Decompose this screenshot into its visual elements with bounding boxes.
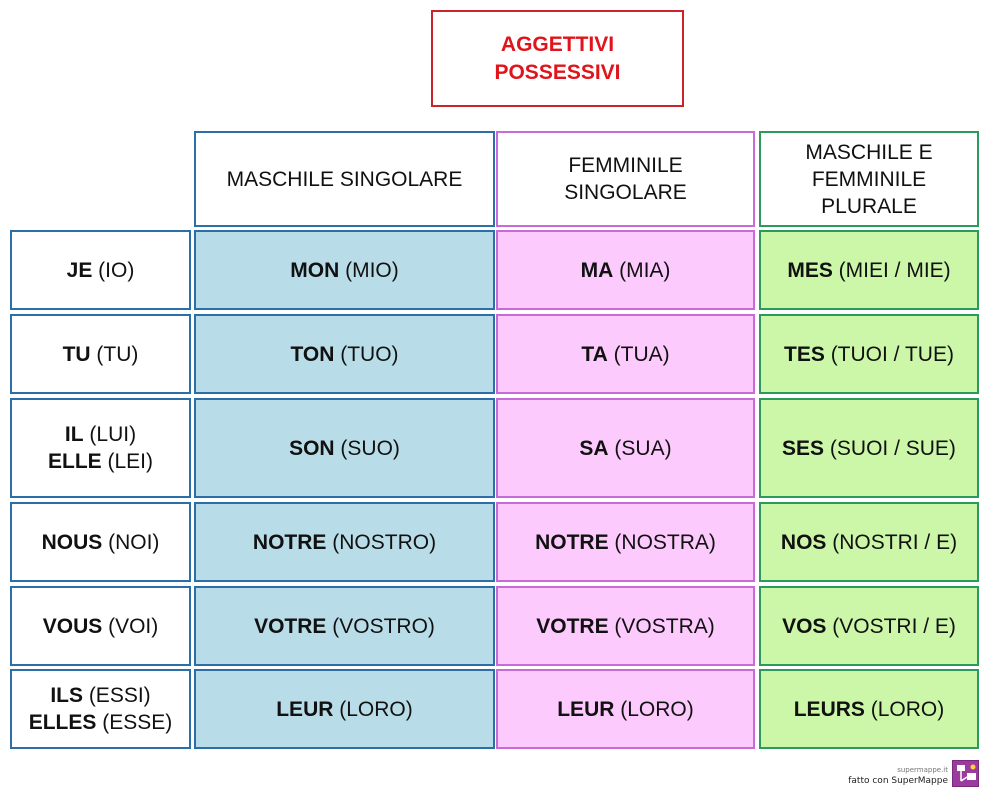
subject-line: ILS (ESSI)	[50, 684, 151, 707]
subject-line: NOUS (NOI)	[41, 530, 160, 554]
subject-line: JE (IO)	[66, 258, 135, 282]
header-plural-line-3: PLURALE	[821, 194, 917, 218]
footer-site: supermappe.it	[897, 766, 948, 774]
header-fem-singular: FEMMINILE SINGOLARE	[496, 131, 755, 227]
masc-cell: NOTRE (NOSTRO)	[194, 502, 495, 582]
fem-cell: NOTRE (NOSTRA)	[496, 502, 755, 582]
subject-cell: NOUS (NOI)	[10, 502, 191, 582]
masc-cell: LEUR (LORO)	[194, 669, 495, 749]
header-fem-line-1: FEMMINILE	[568, 154, 683, 177]
plural-cell: MES (MIEI / MIE)	[759, 230, 979, 310]
footer-credit: fatto con SuperMappe	[848, 776, 948, 786]
plural-cell: LEURS (LORO)	[759, 669, 979, 749]
subject-line: ELLES (ESSE)	[28, 711, 173, 734]
fem-cell: SA (SUA)	[496, 398, 755, 498]
fem-cell: LEUR (LORO)	[496, 669, 755, 749]
subject-cell: VOUS (VOI)	[10, 586, 191, 666]
masc-cell: MON (MIO)	[194, 230, 495, 310]
subject-cell: TU (TU)	[10, 314, 191, 394]
masc-cell: VOTRE (VOSTRO)	[194, 586, 495, 666]
plural-cell: SES (SUOI / SUE)	[759, 398, 979, 498]
header-plural: MASCHILE E FEMMINILE PLURALE	[759, 131, 979, 227]
plural-cell: TES (TUOI / TUE)	[759, 314, 979, 394]
supermappe-logo-icon	[952, 760, 979, 787]
header-plural-line-2: FEMMINILE	[811, 167, 927, 191]
subject-line: VOUS (VOI)	[42, 614, 159, 638]
fem-cell: TA (TUA)	[496, 314, 755, 394]
header-plural-line-1: MASCHILE E	[805, 140, 933, 164]
diagram-title: AGGETTIVI POSSESSIVI	[431, 10, 684, 107]
fem-cell: VOTRE (VOSTRA)	[496, 586, 755, 666]
subject-cell: IL (LUI) ELLE (LEI)	[10, 398, 191, 498]
header-masc-line-1: MASCHILE SINGOLARE	[226, 167, 463, 191]
subject-line: ELLE (LEI)	[47, 450, 153, 473]
masc-cell: TON (TUO)	[194, 314, 495, 394]
fem-cell: MA (MIA)	[496, 230, 755, 310]
plural-cell: NOS (NOSTRI / E)	[759, 502, 979, 582]
plural-cell: VOS (VOSTRI / E)	[759, 586, 979, 666]
subject-cell: JE (IO)	[10, 230, 191, 310]
header-masc-singular: MASCHILE SINGOLARE	[194, 131, 495, 227]
header-fem-line-2: SINGOLARE	[564, 181, 687, 204]
footer: supermappe.it fatto con SuperMappe	[848, 760, 979, 787]
subject-cell: ILS (ESSI) ELLES (ESSE)	[10, 669, 191, 749]
masc-cell: SON (SUO)	[194, 398, 495, 498]
title-line-2: POSSESSIVI	[494, 60, 621, 84]
subject-line: IL (LUI)	[64, 423, 137, 446]
subject-line: TU (TU)	[62, 342, 139, 366]
title-line-1: AGGETTIVI	[500, 32, 615, 56]
